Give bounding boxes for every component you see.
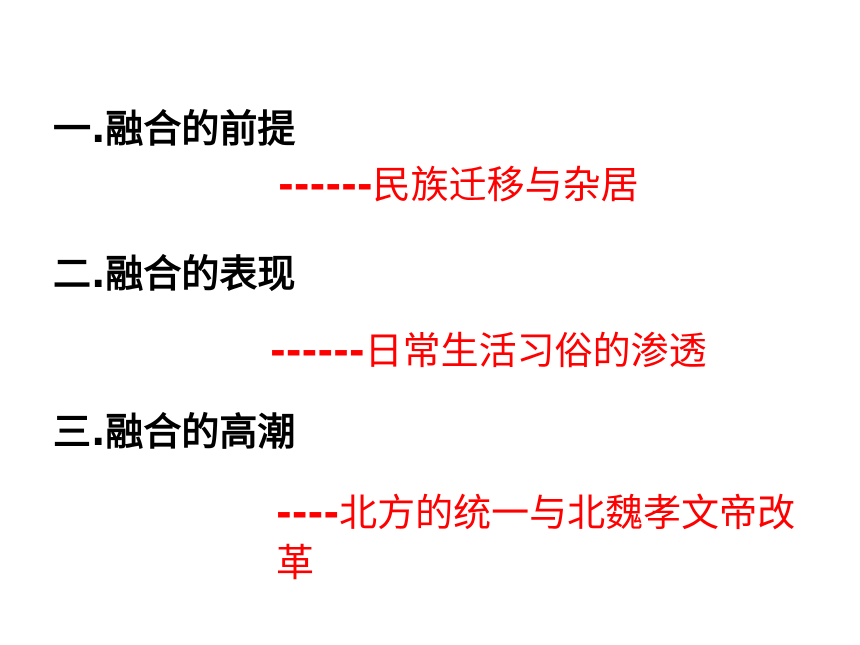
section-2-subtitle: ------日常生活习俗的渗透 (270, 326, 707, 376)
section-3-heading: 三.融合的高潮 (53, 410, 296, 454)
section-3-subtitle: ----北方的统一与北魏孝文帝改革 (276, 488, 824, 588)
section-3-subtitle-text: 北方的统一与北魏孝文帝改革 (276, 491, 796, 585)
section-2-subtitle-text: 日常生活习俗的渗透 (364, 329, 707, 373)
section-3-dash: ---- (276, 491, 340, 535)
section-2-dash: ------ (270, 329, 365, 373)
section-1-subtitle: ------民族迁移与杂居 (278, 160, 639, 210)
section-1-dash: ------ (278, 163, 373, 207)
section-2-heading: 二.融合的表现 (53, 252, 296, 296)
section-1-subtitle-text: 民族迁移与杂居 (372, 163, 639, 207)
section-1-heading: 一.融合的前提 (53, 107, 296, 151)
